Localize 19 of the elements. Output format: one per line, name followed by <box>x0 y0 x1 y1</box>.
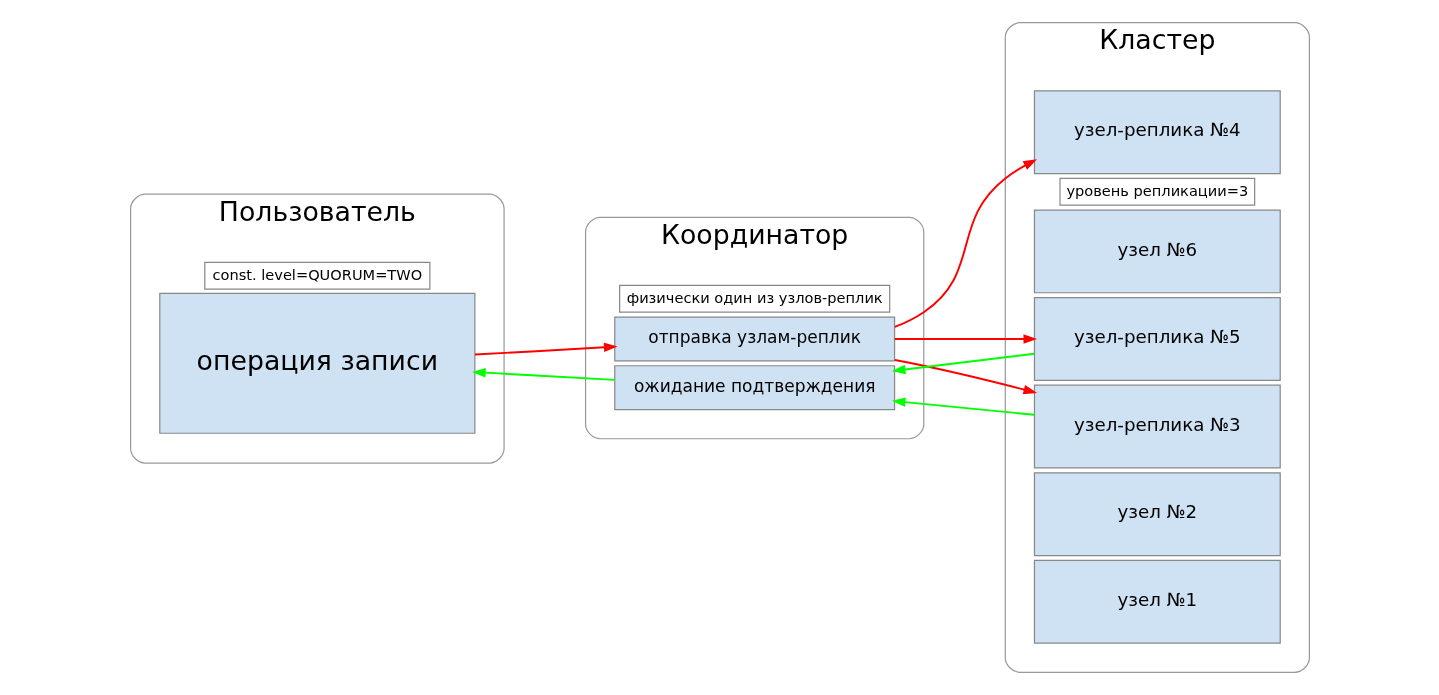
node-box: узел-реплика №3 <box>1033 384 1281 469</box>
arrow <box>893 334 1037 344</box>
node-box: узел №2 <box>1033 472 1281 557</box>
arrow <box>893 159 1037 328</box>
arrow <box>473 342 618 356</box>
arrow <box>471 367 616 381</box>
node-box: операция записи <box>158 292 475 434</box>
node-box: уровень репликации=3 <box>1058 177 1255 206</box>
node-box: отправка узлам-реплик <box>613 316 895 362</box>
node-box: узел №1 <box>1033 559 1281 644</box>
node-box: узел-реплика №4 <box>1033 90 1281 175</box>
arrow <box>891 397 1035 416</box>
arrow <box>893 359 1037 395</box>
arrow <box>891 352 1035 375</box>
node-box: ожидание подтверждения <box>613 365 895 411</box>
node-box: узел №6 <box>1033 209 1281 294</box>
node-box: узел-реплика №5 <box>1033 297 1281 381</box>
node-box: физически один из узлов-реплик <box>618 284 890 313</box>
node-box: const. level=QUORUM=TWO <box>203 261 430 290</box>
